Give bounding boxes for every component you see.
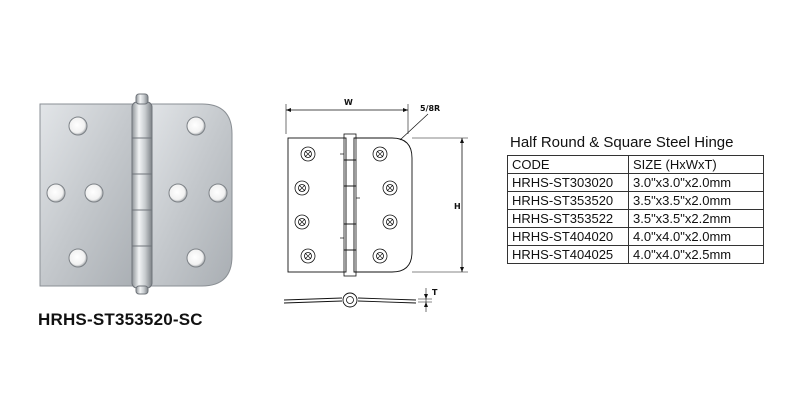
table-row: HRHS-ST404020 4.0"x4.0"x2.0mm [507, 227, 764, 246]
column-header-size: SIZE (HxWxT) [628, 155, 764, 174]
cell-size: 3.5"x3.5"x2.0mm [628, 191, 764, 210]
width-label: W [344, 98, 353, 107]
table-row: HRHS-ST353520 3.5"x3.5"x2.0mm [507, 191, 764, 210]
table-row: HRHS-ST404025 4.0"x4.0"x2.5mm [507, 245, 764, 264]
cell-size: 3.0"x3.0"x2.0mm [628, 173, 764, 192]
table-title: Half Round & Square Steel Hinge [510, 134, 734, 151]
cell-size: 3.5"x3.5"x2.2mm [628, 209, 764, 228]
hinge-technical-drawing: W 5/8R H [283, 98, 468, 312]
cell-code: HRHS-ST404020 [507, 227, 629, 246]
cell-code: HRHS-ST353520 [507, 191, 629, 210]
column-header-code: CODE [507, 155, 629, 174]
table-row: HRHS-ST353522 3.5"x3.5"x2.2mm [507, 209, 764, 228]
height-label: H [454, 202, 461, 211]
hinge-photo [39, 93, 233, 295]
spec-table: CODE SIZE (HxWxT) HRHS-ST303020 3.0"x3.0… [507, 155, 764, 264]
table-row: HRHS-ST303020 3.0"x3.0"x2.0mm [507, 173, 764, 192]
cell-code: HRHS-ST353522 [507, 209, 629, 228]
cell-code: HRHS-ST404025 [507, 245, 629, 264]
thickness-label: T [432, 288, 438, 297]
product-code-caption: HRHS-ST353520-SC [38, 310, 203, 329]
cell-size: 4.0"x4.0"x2.5mm [628, 245, 764, 264]
cell-code: HRHS-ST303020 [507, 173, 629, 192]
cell-size: 4.0"x4.0"x2.0mm [628, 227, 764, 246]
radius-label: 5/8R [420, 104, 440, 113]
table-header-row: CODE SIZE (HxWxT) [507, 155, 764, 174]
